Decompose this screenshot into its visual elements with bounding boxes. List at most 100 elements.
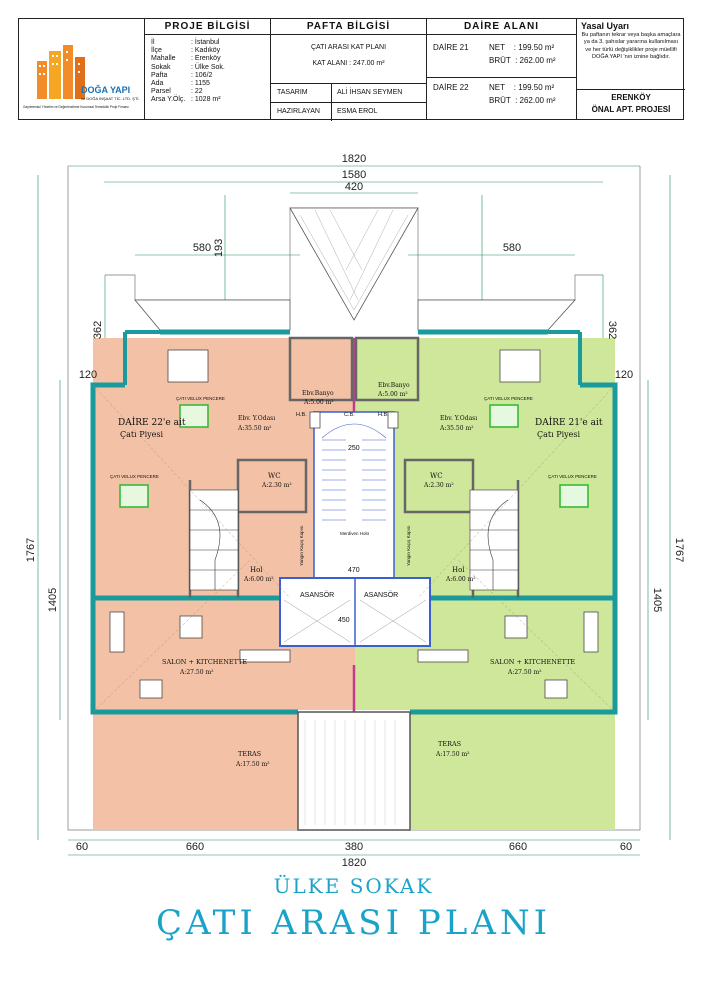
proje-field-row: Mahalle : Erenköy <box>145 55 270 63</box>
hol-left: Hol <box>250 566 263 574</box>
roof-peak <box>289 207 419 321</box>
proje-field-key: Pafta <box>151 71 168 79</box>
dim-1767-left: 1767 <box>25 538 37 562</box>
velux-1: ÇATI VELUX PENCERE <box>176 396 225 401</box>
merdiven-note: Merdiven Holü <box>340 531 370 536</box>
proje-field-value: : Erenköy <box>191 55 221 63</box>
dim-bot-60-right: 60 <box>620 841 632 853</box>
yodasi-left-area: A:35.50 m² <box>237 425 272 432</box>
dim-1405-left: 1405 <box>47 588 59 612</box>
dim-362-right: 362 <box>606 321 618 339</box>
proje-field-row: Parsel: 22 <box>145 88 270 96</box>
wc-right-area: A:2.30 m² <box>423 482 454 489</box>
hol-left-area: A:6.00 m² <box>243 576 274 583</box>
d22-title: DAİRE 22'e ait <box>118 416 186 428</box>
street-title: ÜLKE SOKAK <box>273 874 434 898</box>
dim-bot-total: 1820 <box>342 857 366 869</box>
dim-1405-right: 1405 <box>651 588 663 612</box>
d22-sub: Çatı Piyesi <box>120 430 164 439</box>
hol-right: Hol <box>452 566 465 574</box>
banyo-right: Ebv.Banyo <box>378 382 410 389</box>
proje-field-row: İl: İstanbul <box>145 39 270 47</box>
proje-field-row: Pafta: 106/2 <box>145 72 270 80</box>
proje-field-key: Mahalle <box>151 55 176 63</box>
yasal-text: Bu paftanın tekrar veya başka amaçlara y… <box>581 32 681 61</box>
dim-362-left: 362 <box>92 321 104 339</box>
proje-field-key: Arsa Y.Ölç. <box>151 96 186 104</box>
wc-right: WC <box>430 472 443 480</box>
salon-right: SALON + KITCHENETTE <box>490 658 575 666</box>
teras-left-area: A:17.50 m² <box>235 761 270 768</box>
dim-120-right: 120 <box>615 369 633 381</box>
proje-field-value: : 1028 m² <box>191 96 221 104</box>
proje-field-row: Arsa Y.Ölç. : 1028 m² <box>145 96 270 104</box>
daire21-brut: BRÜT : 262.00 m² <box>489 56 556 65</box>
yasal-title: Yasal Uyarı <box>581 21 630 31</box>
teras-right-area <box>410 712 615 830</box>
dim-120-left: 120 <box>79 369 97 381</box>
hb-right: H.B. <box>378 412 389 418</box>
logo-cell: DOĞA YAPI ve DOĞA İNŞAAT TİC. LTD. ŞTİ. … <box>19 19 145 119</box>
asansor-left: ASANSÖR <box>300 591 334 599</box>
salon-left-area: A:27.50 m² <box>179 669 214 676</box>
asansor-right: ASANSÖR <box>364 591 398 599</box>
velux-windows <box>119 404 589 508</box>
banyo-left: Ebv.Banyo <box>302 390 334 397</box>
spiral-stair-left <box>189 489 239 591</box>
dim-left-580: 580 <box>193 242 211 254</box>
dim-450: 450 <box>338 617 350 624</box>
building-logo-icon <box>37 45 85 99</box>
daire21-net: NET : 199.50 m² <box>489 43 555 52</box>
daire-alani-title: DAİRE ALANI <box>427 19 576 35</box>
logo-slogan: Gayrimenkul Yönetim ve Değerlendirme Kur… <box>23 105 129 109</box>
daire-alani-cell: DAİRE ALANI DAİRE 21 NET : 199.50 m² BRÜ… <box>427 19 577 119</box>
exterior-walls <box>90 329 618 715</box>
elevator-block <box>279 577 431 647</box>
banyo-left-area: A:5.00 m² <box>303 399 334 406</box>
bed-icon <box>167 349 541 383</box>
logo-name: DOĞA YAPI <box>81 85 131 95</box>
sofa-icon <box>109 611 599 699</box>
dim-250: 250 <box>348 445 360 452</box>
yasal-uyari-cell: Yasal Uyarı Bu paftanın tekrar veya başk… <box>577 19 685 119</box>
daire22-label: DAİRE 22 <box>433 83 469 92</box>
dim-top-1580: 1580 <box>342 169 366 181</box>
proje-field-value: : Ülke Sok. <box>191 63 225 71</box>
proje-field-key: İlçe <box>151 47 162 55</box>
dim-right-580: 580 <box>503 242 521 254</box>
proje-field-row: Sokak: Ülke Sok. <box>145 64 270 72</box>
floor-plan-drawing: 1820 1580 420 580 580 120 120 60 660 380… <box>25 153 685 869</box>
hb-left: H.B. <box>296 412 307 418</box>
project-line2: ÖNAL APT. PROJESİ <box>591 105 671 114</box>
kat-alani: KAT ALANI : 247.00 m² <box>312 60 385 67</box>
roof-ridges <box>92 384 616 713</box>
dim-bot-660-left: 660 <box>186 841 204 853</box>
daire22-brut: BRÜT : 262.00 m² <box>489 96 556 105</box>
dim-470: 470 <box>348 567 360 574</box>
yangin-right: Yangın Kaçış Kapısı <box>406 526 411 566</box>
dim-bot-60-left: 60 <box>76 841 88 853</box>
daire21-label: DAİRE 21 <box>433 43 469 52</box>
proje-field-value: : İstanbul <box>191 39 220 46</box>
salon-left: SALON + KITCHENETTE <box>162 658 247 666</box>
proje-field-value: : 1155 <box>191 80 210 88</box>
dim-top-420: 420 <box>345 181 363 193</box>
dim-193: 193 <box>213 239 225 257</box>
teras-right-area: A:17.50 m² <box>435 751 470 758</box>
teras-right: TERAS <box>438 740 461 748</box>
velux-3: ÇATI VELUX PENCERE <box>484 396 533 401</box>
proje-field-row: İlçe : Kadıköy <box>145 47 270 55</box>
proje-field-row: Ada : 1155 <box>145 80 270 88</box>
dim-bot-380: 380 <box>345 841 363 853</box>
d21-sub: Çatı Piyesi <box>537 430 581 439</box>
yodasi-left: Ebv. Y.Odası <box>238 415 275 422</box>
yangin-left: Yangın Kaçış Kapısı <box>299 526 304 566</box>
proje-field-key: Ada <box>151 80 164 88</box>
dim-1767-right: 1767 <box>673 538 685 562</box>
proje-field-value: : Kadıköy <box>191 47 221 55</box>
banyo-right-area: A:5.00 m² <box>377 391 408 398</box>
tasarim-name: ALİ İHSAN SEYMEN <box>337 89 403 96</box>
hazirlayan-label: HAZIRLAYAN <box>277 108 320 115</box>
